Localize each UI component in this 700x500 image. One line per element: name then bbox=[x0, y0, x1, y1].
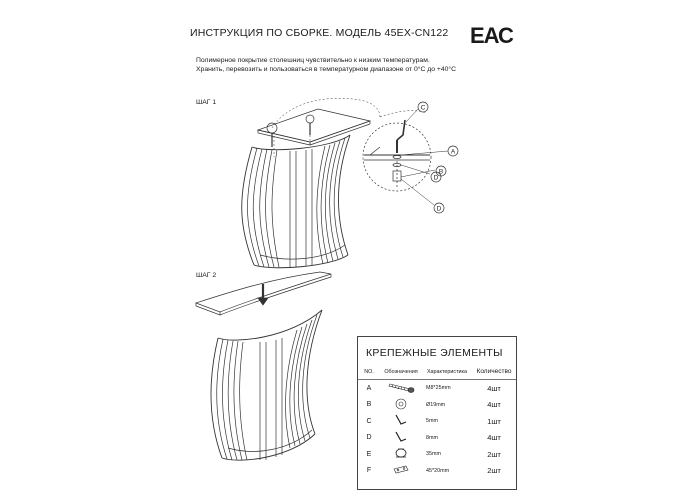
step-2-assembly-diagram bbox=[194, 271, 332, 461]
bolt-icon bbox=[388, 383, 415, 394]
step-1-assembly-diagram: C A B D D bbox=[241, 98, 459, 269]
glass-tabletop-step2 bbox=[194, 271, 332, 316]
hex-key-icon bbox=[395, 414, 407, 426]
part-quantity: 4шт bbox=[487, 383, 501, 393]
glass-tabletop bbox=[256, 108, 372, 146]
part-id: F bbox=[366, 467, 372, 475]
column-header-quantity: Количество bbox=[472, 364, 516, 380]
table-row: F 45*20mm 2шт bbox=[358, 463, 516, 480]
temperature-note-line-1: Полимерное покрытие столешниц чувствител… bbox=[196, 57, 430, 64]
part-quantity: 4шт bbox=[487, 433, 501, 443]
part-id: B bbox=[366, 401, 372, 409]
fasteners-title: КРЕПЕЖНЫЕ ЭЛЕМЕНТЫ bbox=[366, 347, 503, 359]
part-quantity: 2шт bbox=[487, 466, 501, 476]
column-header-specification: Характеристика bbox=[422, 364, 472, 380]
table-row: B Ø19mm 4шт bbox=[358, 397, 516, 414]
part-spec: 8mm bbox=[426, 434, 438, 441]
column-header-designation: Обозначения bbox=[380, 364, 422, 380]
wire-frame-step2 bbox=[210, 309, 323, 461]
temperature-note-line-2: Хранить, перевозить и пользоваться в тем… bbox=[196, 66, 457, 73]
callout-d-lower: D bbox=[433, 202, 445, 214]
fasteners-header-row: NO. Обозначения Характеристика Количеств… bbox=[358, 364, 516, 380]
part-spec: Ø19mm bbox=[426, 401, 446, 408]
wire-frame-base bbox=[241, 134, 351, 269]
fasteners-table: NO. Обозначения Характеристика Количеств… bbox=[358, 364, 516, 479]
callout-d-upper: D bbox=[430, 171, 442, 183]
fasteners-panel: КРЕПЕЖНЫЕ ЭЛЕМЕНТЫ NO. Обозначения Харак… bbox=[357, 336, 517, 490]
part-id: C bbox=[366, 417, 372, 425]
part-quantity: 1шт bbox=[487, 416, 501, 426]
step-2-label: ШАГ 2 bbox=[196, 272, 217, 279]
table-row: C 5mm 1шт bbox=[358, 413, 516, 430]
column-header-no: NO. bbox=[358, 364, 380, 380]
part-spec: 5mm bbox=[426, 418, 438, 425]
bolt-pin-center bbox=[305, 114, 315, 135]
table-row: D 8mm 4шт bbox=[358, 430, 516, 447]
callout-leaders bbox=[400, 108, 449, 206]
step-1-label: ШАГ 1 bbox=[196, 99, 217, 106]
callout-c: C bbox=[417, 101, 429, 113]
callout-a: A bbox=[447, 145, 459, 157]
plate-icon bbox=[393, 465, 409, 474]
callout-b-label: B bbox=[439, 168, 443, 175]
callout-c-label: C bbox=[421, 104, 426, 111]
bolt-pin-left bbox=[266, 122, 278, 147]
part-spec: M8*25mm bbox=[426, 385, 451, 392]
part-id: E bbox=[366, 450, 372, 458]
callout-d-upper-label: D bbox=[434, 174, 439, 181]
down-arrow-icon bbox=[257, 284, 269, 306]
part-spec: 35mm bbox=[426, 451, 441, 458]
part-quantity: 2шт bbox=[487, 449, 501, 459]
callout-a-label: A bbox=[451, 148, 456, 155]
hex-key-icon bbox=[395, 431, 407, 442]
document-title: ИНСТРУКЦИЯ ПО СБОРКЕ. МОДЕЛЬ 45EX-CN122 bbox=[190, 27, 449, 39]
part-quantity: 4шт bbox=[487, 400, 501, 410]
clamp-icon bbox=[395, 448, 407, 458]
callout-d-lower-label: D bbox=[437, 205, 442, 212]
table-row: A M8*25mm 4шт bbox=[358, 380, 516, 397]
part-spec: 45*20mm bbox=[426, 467, 450, 474]
part-id: A bbox=[366, 384, 372, 392]
table-row: E 35mm 2шт bbox=[358, 446, 516, 463]
washer-icon bbox=[395, 398, 407, 410]
part-id: D bbox=[366, 434, 372, 442]
detail-magnifier-circle bbox=[362, 119, 432, 192]
eac-certification-mark: ЕАС bbox=[470, 23, 514, 48]
